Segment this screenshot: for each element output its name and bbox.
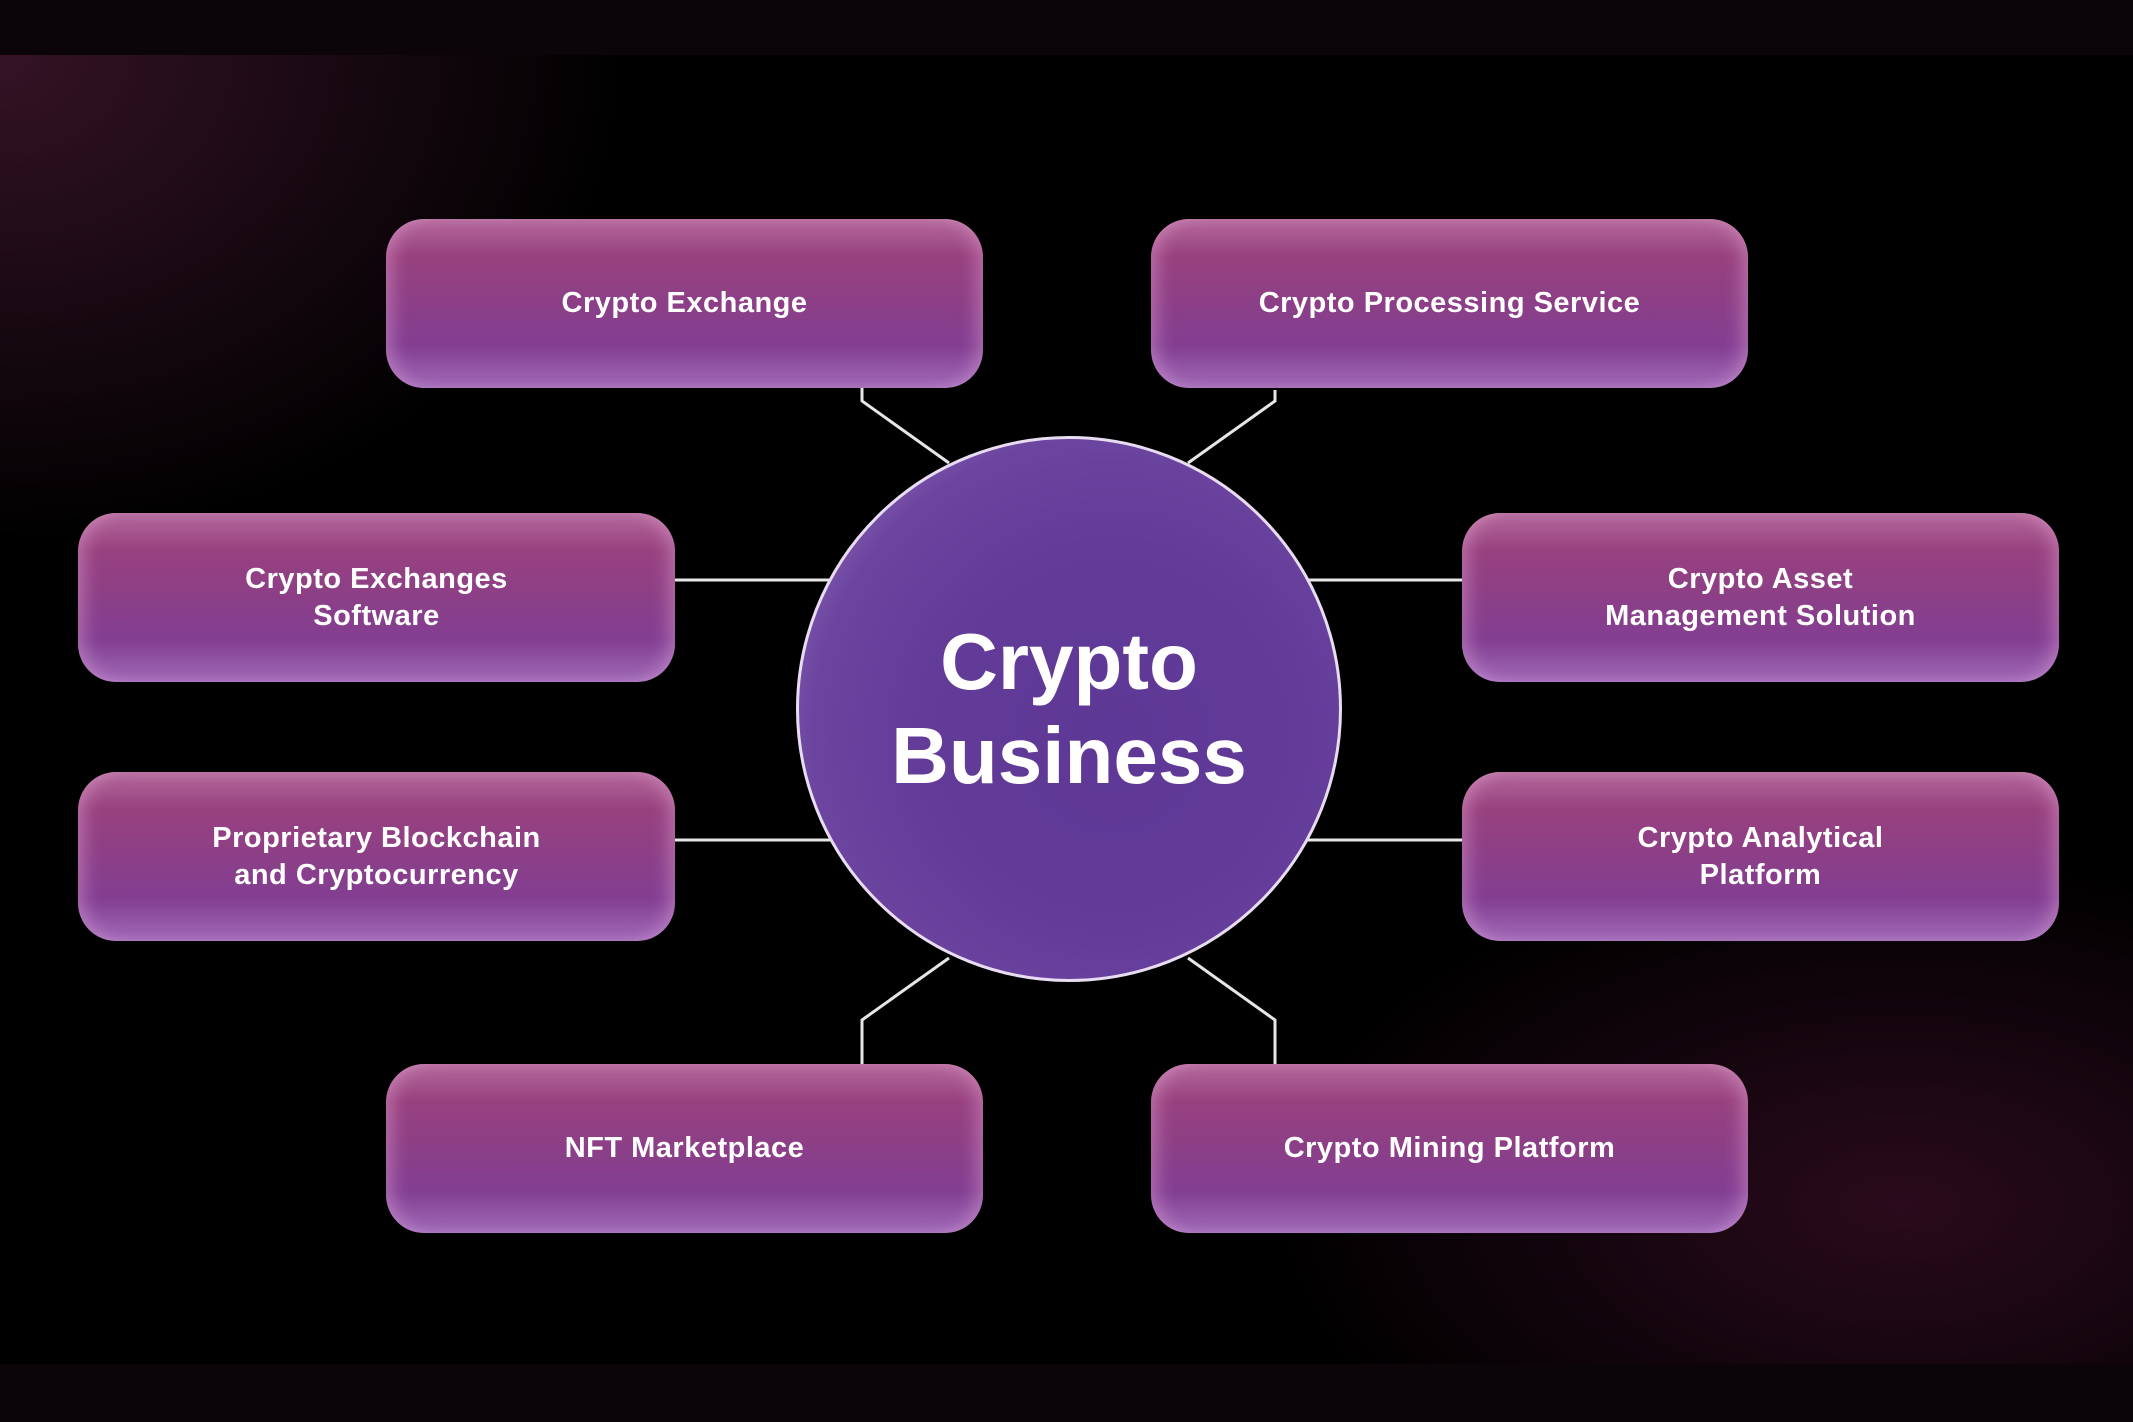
hub-title: Crypto Business [891, 617, 1247, 800]
node-crypto-asset-management: Crypto Asset Management Solution [1462, 513, 2059, 682]
connector-mining-platform [1187, 956, 1277, 1064]
node-crypto-processing-service: Crypto Processing Service [1151, 219, 1748, 388]
node-nft-marketplace: NFT Marketplace [386, 1064, 983, 1233]
node-label: NFT Marketplace [564, 1132, 805, 1164]
node-crypto-mining-platform: Crypto Mining Platform [1151, 1064, 1748, 1233]
node-label: Crypto Mining Platform [1283, 1132, 1616, 1164]
node-crypto-analytical-platform: Crypto Analytical Platform [1462, 772, 2059, 941]
connector-crypto-processing [1187, 390, 1277, 465]
node-label: Crypto Exchange [561, 287, 808, 319]
node-proprietary-blockchain: Proprietary Blockchain and Cryptocurrenc… [78, 772, 675, 941]
top-band [0, 0, 2133, 55]
bottom-band [0, 1364, 2133, 1422]
node-label: Crypto Asset Management Solution [1605, 562, 1916, 632]
node-label: Crypto Processing Service [1258, 287, 1641, 319]
node-label: Crypto Analytical Platform [1637, 821, 1884, 891]
node-crypto-exchanges-software: Crypto Exchanges Software [78, 513, 675, 682]
node-label: Crypto Exchanges Software [245, 562, 508, 632]
connector-nft-marketplace [860, 956, 950, 1064]
crypto-business-hub: Crypto Business [796, 436, 1342, 982]
connector-crypto-exchange [860, 388, 950, 465]
node-label: Proprietary Blockchain and Cryptocurrenc… [212, 821, 541, 891]
node-crypto-exchange: Crypto Exchange [386, 219, 983, 388]
